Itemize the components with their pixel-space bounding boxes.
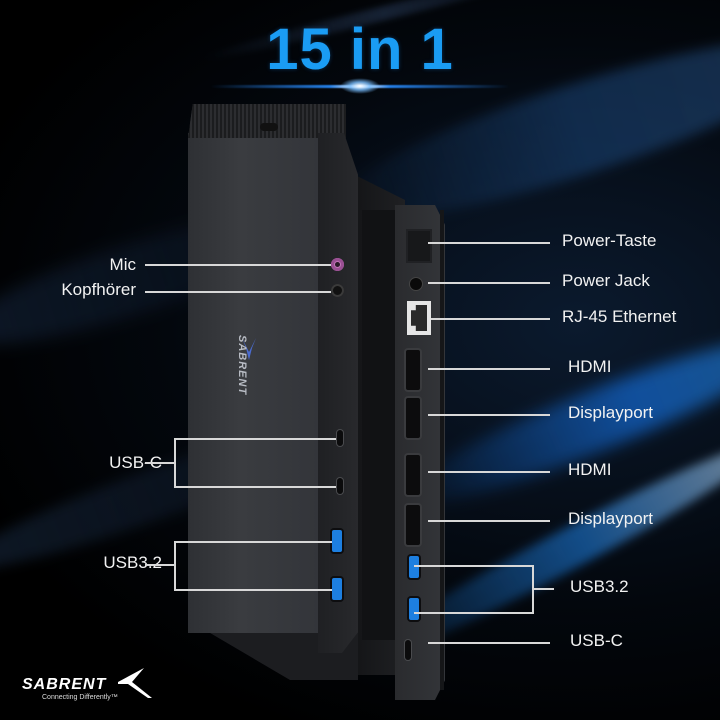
- brand-name: SABRENT: [22, 676, 107, 693]
- usb-a-port-front-2: [332, 578, 342, 600]
- device-stand-inner: [362, 210, 397, 640]
- hdmi-port-2: [406, 455, 420, 495]
- power-jack: [410, 278, 422, 290]
- label-headphones: Kopfhörer: [61, 280, 136, 299]
- callout-line-usb-c-right: [428, 642, 550, 644]
- displayport-port-1: [406, 398, 420, 438]
- usb-c-port-rear: [405, 640, 411, 660]
- usb-a-port-rear-2: [409, 598, 419, 620]
- sabrent-wing-icon: [242, 338, 256, 360]
- callout-line-ethernet: [431, 318, 550, 320]
- usb-a-port-rear-1: [409, 556, 419, 578]
- callout-line-usb32-right: [532, 588, 554, 590]
- label-usb-c-left: USB-C: [109, 453, 162, 472]
- label-usb-c-right: USB-C: [570, 631, 623, 650]
- kensington-slot: [260, 123, 278, 131]
- callout-bracket-usb32-left: [174, 541, 176, 590]
- callout-line-power-button: [428, 242, 550, 244]
- callout-line-mic: [145, 264, 331, 266]
- usb-c-port-front-2: [337, 478, 343, 494]
- label-hdmi-2: HDMI: [568, 460, 612, 479]
- label-hdmi-1: HDMI: [568, 357, 612, 376]
- displayport-port-2: [406, 505, 420, 545]
- callout-line-usb32-left-1: [174, 541, 332, 543]
- mic-jack: [331, 258, 344, 271]
- callout-line-power-jack: [428, 282, 550, 284]
- brand-logo: SABRENT Connecting Differently™: [22, 668, 152, 701]
- callout-line-hdmi-2: [428, 471, 550, 473]
- device-vent-top: [188, 104, 346, 138]
- callout-line-hdmi-1: [428, 368, 550, 370]
- usb-a-port-front-1: [332, 530, 342, 552]
- callout-line-usb32-right-2: [414, 612, 534, 614]
- callout-line-usb32-left-2: [174, 589, 332, 591]
- label-usb32-right: USB3.2: [570, 577, 629, 596]
- callout-bracket-usb-c-left: [174, 438, 176, 487]
- title-glow-flare: [340, 78, 380, 94]
- callout-line-usb32-right-1: [414, 565, 534, 567]
- callout-line-usb-c-left-1: [174, 438, 336, 440]
- sabrent-k-icon: [118, 668, 152, 698]
- callout-line-usb-c-left-2: [174, 486, 336, 488]
- device-side-panel: [318, 133, 358, 653]
- label-mic: Mic: [109, 255, 136, 274]
- hdmi-port-1: [406, 350, 420, 390]
- label-power-jack: Power Jack: [562, 271, 650, 290]
- callout-line-usb-c-left: [145, 462, 175, 464]
- callout-line-displayport-2: [428, 520, 550, 522]
- label-ethernet: RJ-45 Ethernet: [562, 307, 677, 326]
- label-displayport-1: Displayport: [568, 403, 654, 422]
- callout-line-displayport-1: [428, 414, 550, 416]
- usb-c-port-front-1: [337, 430, 343, 446]
- device-front-face: [188, 133, 318, 633]
- callout-line-usb32-left: [145, 564, 175, 566]
- label-power-button: Power-Taste: [562, 231, 657, 250]
- device-logo-text: SABRENT: [236, 335, 248, 396]
- brand-tagline: Connecting Differently™: [42, 694, 118, 701]
- device-rear-edge: [440, 210, 444, 690]
- label-usb32-left: USB3.2: [103, 553, 162, 572]
- ethernet-port: [407, 301, 431, 335]
- callout-line-headphones: [145, 291, 331, 293]
- label-displayport-2: Displayport: [568, 509, 654, 528]
- power-button: [408, 231, 430, 261]
- headphone-jack: [331, 284, 344, 297]
- page-title: 15 in 1: [266, 17, 454, 82]
